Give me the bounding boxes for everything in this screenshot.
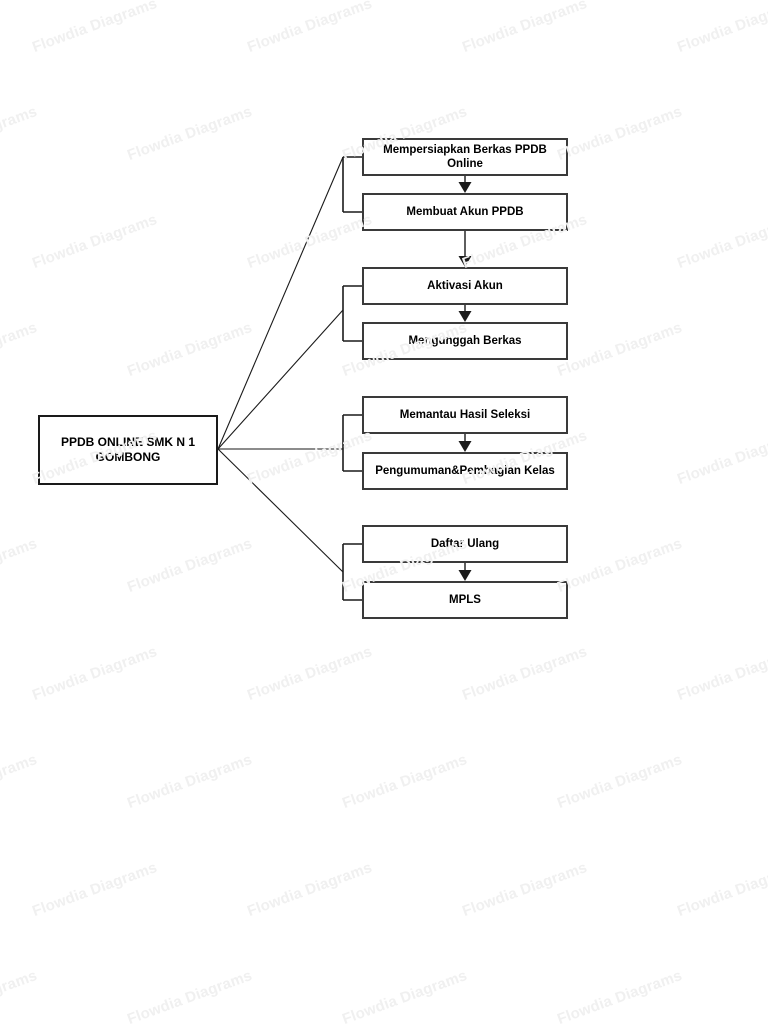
node-n4[interactable]: Mengunggah Berkas [362, 322, 568, 360]
arrow-n1-to-n2-head [458, 182, 472, 193]
node-n8-label: MPLS [449, 593, 481, 606]
node-n5-label: Memantau Hasil Seleksi [399, 408, 531, 421]
node-root[interactable]: PPDB ONLINE SMK N 1 GOMBONG [38, 415, 218, 485]
arrow-n5-to-n6 [458, 434, 472, 452]
node-n7-label: Daftar Ulang [430, 537, 500, 550]
arrow-n2-to-n3-head [458, 256, 472, 267]
arrow-n7-to-n8-head [458, 570, 472, 581]
connector-group [217, 156, 344, 573]
bracket-group-1 [342, 156, 362, 213]
node-n5[interactable]: Memantau Hasil Seleksi [362, 396, 568, 434]
node-n6[interactable]: Pengumuman&Pembagian Kelas [362, 452, 568, 490]
arrow-n3-to-n4-head [458, 311, 472, 322]
node-n2-label: Membuat Akun PPDB [406, 205, 524, 218]
arrow-n5-to-n6-head [458, 441, 472, 452]
node-root-label: PPDB ONLINE SMK N 1 GOMBONG [60, 435, 195, 464]
node-n7[interactable]: Daftar Ulang [362, 525, 568, 563]
bracket-group-4 [342, 543, 362, 601]
node-n3-label: Aktivasi Akun [427, 279, 503, 292]
bracket-group-2 [342, 285, 362, 342]
bracket-group-3 [342, 414, 362, 472]
node-n1-label: Mempersiapkan Berkas PPDB Online [383, 143, 547, 170]
node-n2[interactable]: Membuat Akun PPDB [362, 193, 568, 231]
node-n3[interactable]: Aktivasi Akun [362, 267, 568, 305]
connector-to-group-1 [217, 156, 344, 450]
arrow-group [458, 176, 472, 581]
connector-to-group-2 [217, 309, 344, 450]
arrow-n3-to-n4 [458, 305, 472, 322]
node-n4-label: Mengunggah Berkas [408, 334, 522, 347]
arrow-n1-to-n2 [458, 176, 472, 193]
node-n6-label: Pengumuman&Pembagian Kelas [375, 464, 555, 477]
arrow-n2-to-n3 [458, 231, 472, 267]
node-n1[interactable]: Mempersiapkan Berkas PPDB Online [362, 138, 568, 176]
arrow-n7-to-n8 [458, 563, 472, 581]
bracket-group [342, 156, 362, 601]
node-n8[interactable]: MPLS [362, 581, 568, 619]
connector-to-group-4 [217, 448, 344, 573]
